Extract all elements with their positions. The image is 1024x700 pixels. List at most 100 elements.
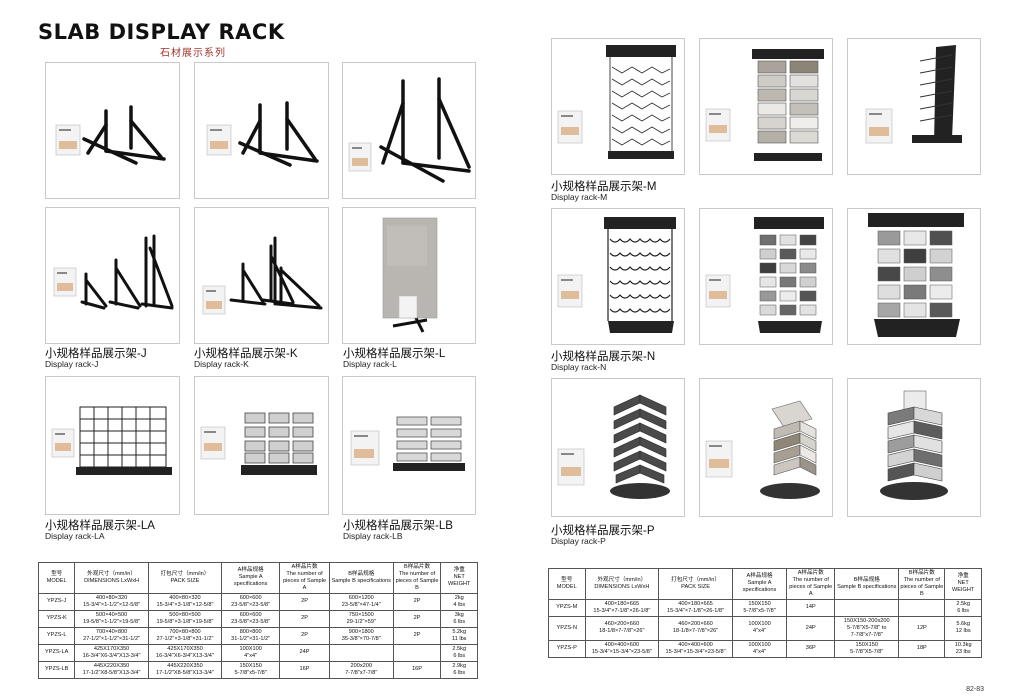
page-number: 82-83 (966, 686, 984, 693)
table-cell: 460×200×660 18-1/8×7-7/8"×26" (658, 615, 733, 641)
table-header-cell: B样品片数 The number of pieces of Sample B (898, 568, 946, 600)
table-cell: YPZS-N (548, 615, 586, 641)
table-cell (834, 598, 900, 617)
table-cell: 100X100 4"x4" (731, 615, 788, 641)
table-cell: 2P (279, 592, 330, 611)
table-header-row: 型号 MODEL 外观尺寸（mm/in） DIMENSIONS LxWxH 打包… (548, 568, 982, 600)
table-header-cell: B样品规格 Sample B specifications (328, 562, 394, 594)
table-cell: 14P (786, 598, 836, 617)
product-photo-lb-front (194, 376, 329, 515)
table-cell: 18P (898, 639, 946, 658)
table-cell: 200x200 7-7/8"x7-7/8" (328, 660, 394, 679)
table-cell: YPZS-LB (37, 660, 76, 679)
table-cell: 16P (392, 660, 442, 679)
table-header-cell: A样品规格 Sample A specifications (731, 568, 788, 600)
table-cell: 400×400×600 15-3/4"×15-3/4"×23-5/8" (584, 639, 660, 658)
product-photo-p-samples (699, 378, 833, 517)
table-cell: 150X150 5-7/8"x5-7/8" (221, 660, 281, 679)
product-photo-m (551, 38, 685, 175)
caption-en-p: Display rack-P (551, 536, 606, 546)
caption-cn-n: 小规格样品展示架-N (551, 351, 656, 363)
product-photo-m-side (847, 38, 981, 175)
caption-en-lb: Display rack-LB (343, 531, 403, 541)
table-cell: 36P (786, 639, 836, 658)
table-cell: YPZS-K (37, 609, 76, 628)
table-cell: 600×600 23-5/8"×23-5/8" (221, 609, 281, 628)
caption-cn-j: 小规格样品展示架-J (45, 348, 147, 360)
table-cell: YPZS-J (37, 592, 76, 611)
table-cell: 5.2kg 11 lbs (440, 626, 478, 645)
table-cell: 900×1800 35-3/8"×70-7/8" (328, 626, 394, 645)
table-cell: 700×40×800 27-1/2"×1-1/2"×31-1/2" (74, 626, 149, 645)
table-cell: 400×400×600 15-3/4"×15-3/4"×23-5/8" (658, 639, 733, 658)
table-cell (898, 598, 946, 617)
product-photo-n-angle (847, 208, 981, 345)
caption-cn-m: 小规格样品展示架-M (551, 181, 657, 193)
caption-en-l: Display rack-L (343, 359, 397, 369)
table-cell: 2P (279, 626, 330, 645)
spec-table-right: 型号 MODEL 外观尺寸（mm/in） DIMENSIONS LxWxH 打包… (548, 568, 982, 658)
table-cell: 2.9kg 6 lbs (440, 660, 478, 679)
table-cell: 10.3kg 23 lbs (944, 639, 982, 658)
table-cell: 700×80×800 27-1/2"×3-1/8"×31-1/2" (147, 626, 223, 645)
table-header-cell: 外观尺寸（mm/in） DIMENSIONS LxWxH (74, 562, 149, 594)
table-cell: 2P (392, 609, 442, 628)
table-cell: 600×1200 23-5/8"×47-1/4" (328, 592, 394, 611)
table-cell: YPZS-LA (37, 643, 76, 662)
product-photo-j (45, 207, 180, 344)
product-photo-m-samples (699, 38, 833, 175)
table-cell: 24P (786, 615, 836, 641)
table-cell: 5.6kg 12 lbs (944, 615, 982, 641)
table-cell: 150X150-200x200 5-7/8"X5-7/8" to 7-7/8"x… (834, 615, 900, 641)
spec-table-left: 型号 MODEL 外观尺寸（mm/in） DIMENSIONS LxWxH 打包… (37, 562, 478, 679)
table-cell: 2P (392, 626, 442, 645)
table-cell: 3kg 6 lbs (440, 609, 478, 628)
table-cell: 100X100 4"x4" (221, 643, 281, 662)
table-header-row: 型号 MODEL 外观尺寸（mm/in） DIMENSIONS LxWxH 打包… (37, 562, 478, 594)
table-header-cell: A样品规格 Sample A specifications (221, 562, 281, 594)
table-cell: 2.5kg 6 lbs (944, 598, 982, 617)
table-header-cell: 型号 MODEL (37, 562, 76, 594)
caption-en-j: Display rack-J (45, 359, 99, 369)
table-header-cell: B样品规格 Sample B specifications (834, 568, 900, 600)
table-cell: 400×80×320 15-3/4"×1-1/2"×12-5/8" (74, 592, 149, 611)
table-cell: 460×200×660 18-1/8×7-7/8"×26" (584, 615, 660, 641)
table-header-cell: 净重 NET WEIGHT (944, 568, 982, 600)
table-cell: 2P (392, 592, 442, 611)
caption-en-k: Display rack-K (194, 359, 249, 369)
table-cell (392, 643, 442, 662)
product-photo-la (45, 376, 180, 515)
product-photo-n (551, 208, 685, 345)
table-header-cell: B样品片数 The number of pieces of Sample B (392, 562, 442, 594)
caption-en-la: Display rack-LA (45, 531, 105, 541)
page-title: SLAB DISPLAY RACK (38, 20, 285, 44)
table-cell: 425X170X350 16-3/4"X6-3/4"X13-3/4" (147, 643, 223, 662)
table-cell: 750×1500 29-1/2"×59" (328, 609, 394, 628)
table-cell: 800×800 31-1/2"×31-1/2" (221, 626, 281, 645)
table-cell: YPZS-L (37, 626, 76, 645)
caption-en-m: Display rack-M (551, 192, 608, 202)
table-cell: YPZS-P (548, 639, 586, 658)
product-photo-l-row1 (342, 62, 476, 199)
table-cell: 2kg 4 lbs (440, 592, 478, 611)
table-cell: 150X150 5-7/8"X5-7/8" (834, 639, 900, 658)
table-header-cell: A样品片数 The number of pieces of Sample A (786, 568, 836, 600)
product-photo-k-row1 (194, 62, 329, 199)
table-header-cell: 打包尺寸（mm/in） PACK SIZE (147, 562, 223, 594)
caption-cn-l: 小规格样品展示架-L (343, 348, 446, 360)
table-cell: 2.5kg 6 lbs (440, 643, 478, 662)
table-header-cell: 净重 NET WEIGHT (440, 562, 478, 594)
table-header-cell: 打包尺寸（mm/in） PACK SIZE (658, 568, 733, 600)
caption-en-n: Display rack-N (551, 362, 607, 372)
table-cell: 24P (279, 643, 330, 662)
product-photo-j-row1 (45, 62, 180, 199)
product-photo-p (551, 378, 685, 517)
caption-cn-p: 小规格样品展示架-P (551, 525, 655, 537)
table-header-cell: A样品片数 The number of pieces of Sample A (279, 562, 330, 594)
